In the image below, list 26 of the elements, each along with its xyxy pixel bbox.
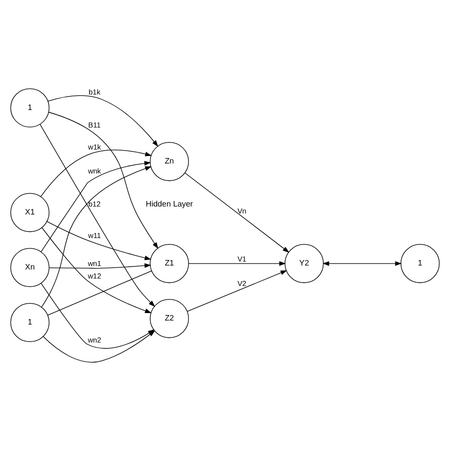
edge-label: wn1 [88, 258, 102, 268]
arrow [48, 94, 158, 146]
arrow [184, 172, 290, 252]
arrow [40, 160, 152, 252]
edge-label: wnk [88, 166, 101, 175]
arrow [188, 260, 286, 266]
arrow [46, 220, 152, 260]
arrow [41, 166, 152, 307]
edge-label: B11 [88, 120, 101, 130]
arrow [322, 260, 402, 266]
arrow [42, 226, 152, 313]
edge-label: Vn [237, 206, 246, 216]
edge-label: wn2 [88, 334, 102, 344]
arrow [48, 262, 152, 268]
arrow [40, 149, 152, 196]
connector [47, 270, 152, 315]
arrow [187, 270, 288, 312]
edge-label: w11 [88, 230, 101, 240]
edge-label: V2 [237, 278, 246, 288]
edge-label: b1k [88, 86, 100, 96]
edge-label: b12 [88, 198, 101, 208]
edge-label: w12 [88, 271, 102, 280]
arrow [48, 111, 158, 248]
edge-label: w1k [88, 142, 101, 151]
arrow [40, 124, 156, 306]
edge-label: V1 [237, 254, 246, 263]
